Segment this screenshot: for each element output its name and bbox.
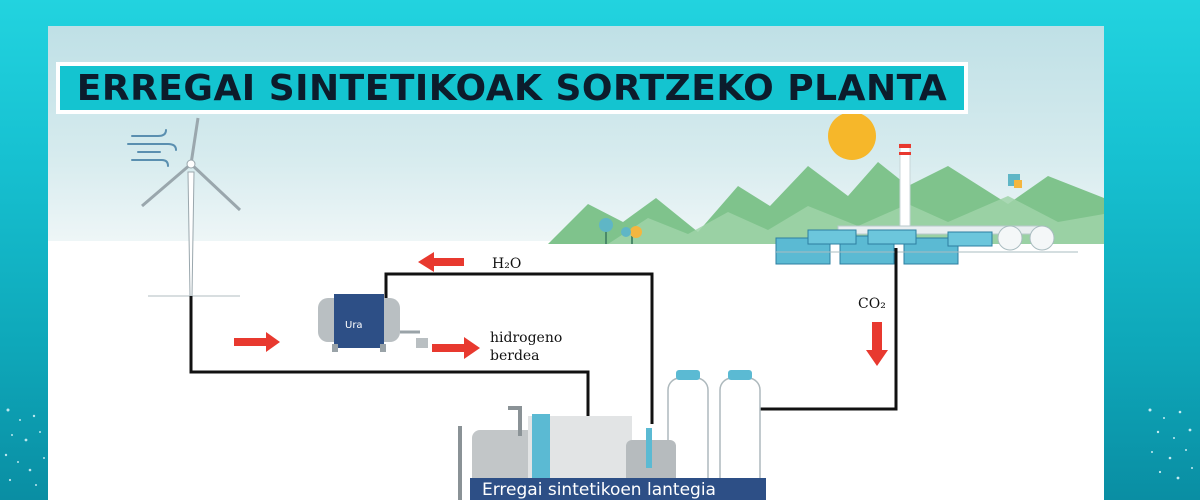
co2-label: CO₂ bbox=[858, 296, 886, 312]
sparkle-right-decoration bbox=[1148, 408, 1193, 480]
location-marker-icon bbox=[1008, 174, 1022, 188]
trees-icon bbox=[599, 218, 642, 244]
h2o-label: H₂O bbox=[492, 256, 522, 272]
storage-tanks-icon bbox=[667, 370, 761, 500]
chimney-icon bbox=[899, 143, 911, 231]
wind-icon bbox=[127, 129, 177, 167]
arrow-right-icon bbox=[432, 337, 480, 359]
arrow-left-icon bbox=[418, 252, 464, 272]
sparkle-left-decoration bbox=[4, 408, 45, 486]
arrow-right-icon bbox=[234, 332, 280, 352]
title-bar: ERREGAI SINTETIKOAK SORTZEKO PLANTA bbox=[60, 66, 964, 110]
factory-caption: Erregai sintetikoen lantegia bbox=[482, 480, 716, 500]
pipelines bbox=[189, 248, 898, 424]
title-banner: ERREGAI SINTETIKOAK SORTZEKO PLANTA bbox=[56, 62, 968, 114]
hydrogen-label-line2: berdea bbox=[490, 348, 540, 364]
page-title: ERREGAI SINTETIKOAK SORTZEKO PLANTA bbox=[76, 67, 948, 109]
arrow-down-icon bbox=[866, 322, 888, 366]
factory-basins-icon bbox=[775, 225, 1078, 265]
caption-bar: Erregai sintetikoen lantegia bbox=[470, 478, 766, 500]
hydrogen-label-line1: hidrogeno bbox=[490, 330, 563, 346]
water-tank-label: Ura bbox=[345, 320, 363, 331]
sun-icon bbox=[828, 112, 876, 160]
wind-turbine-icon bbox=[141, 117, 242, 297]
water-tank-icon: Ura bbox=[318, 294, 428, 352]
